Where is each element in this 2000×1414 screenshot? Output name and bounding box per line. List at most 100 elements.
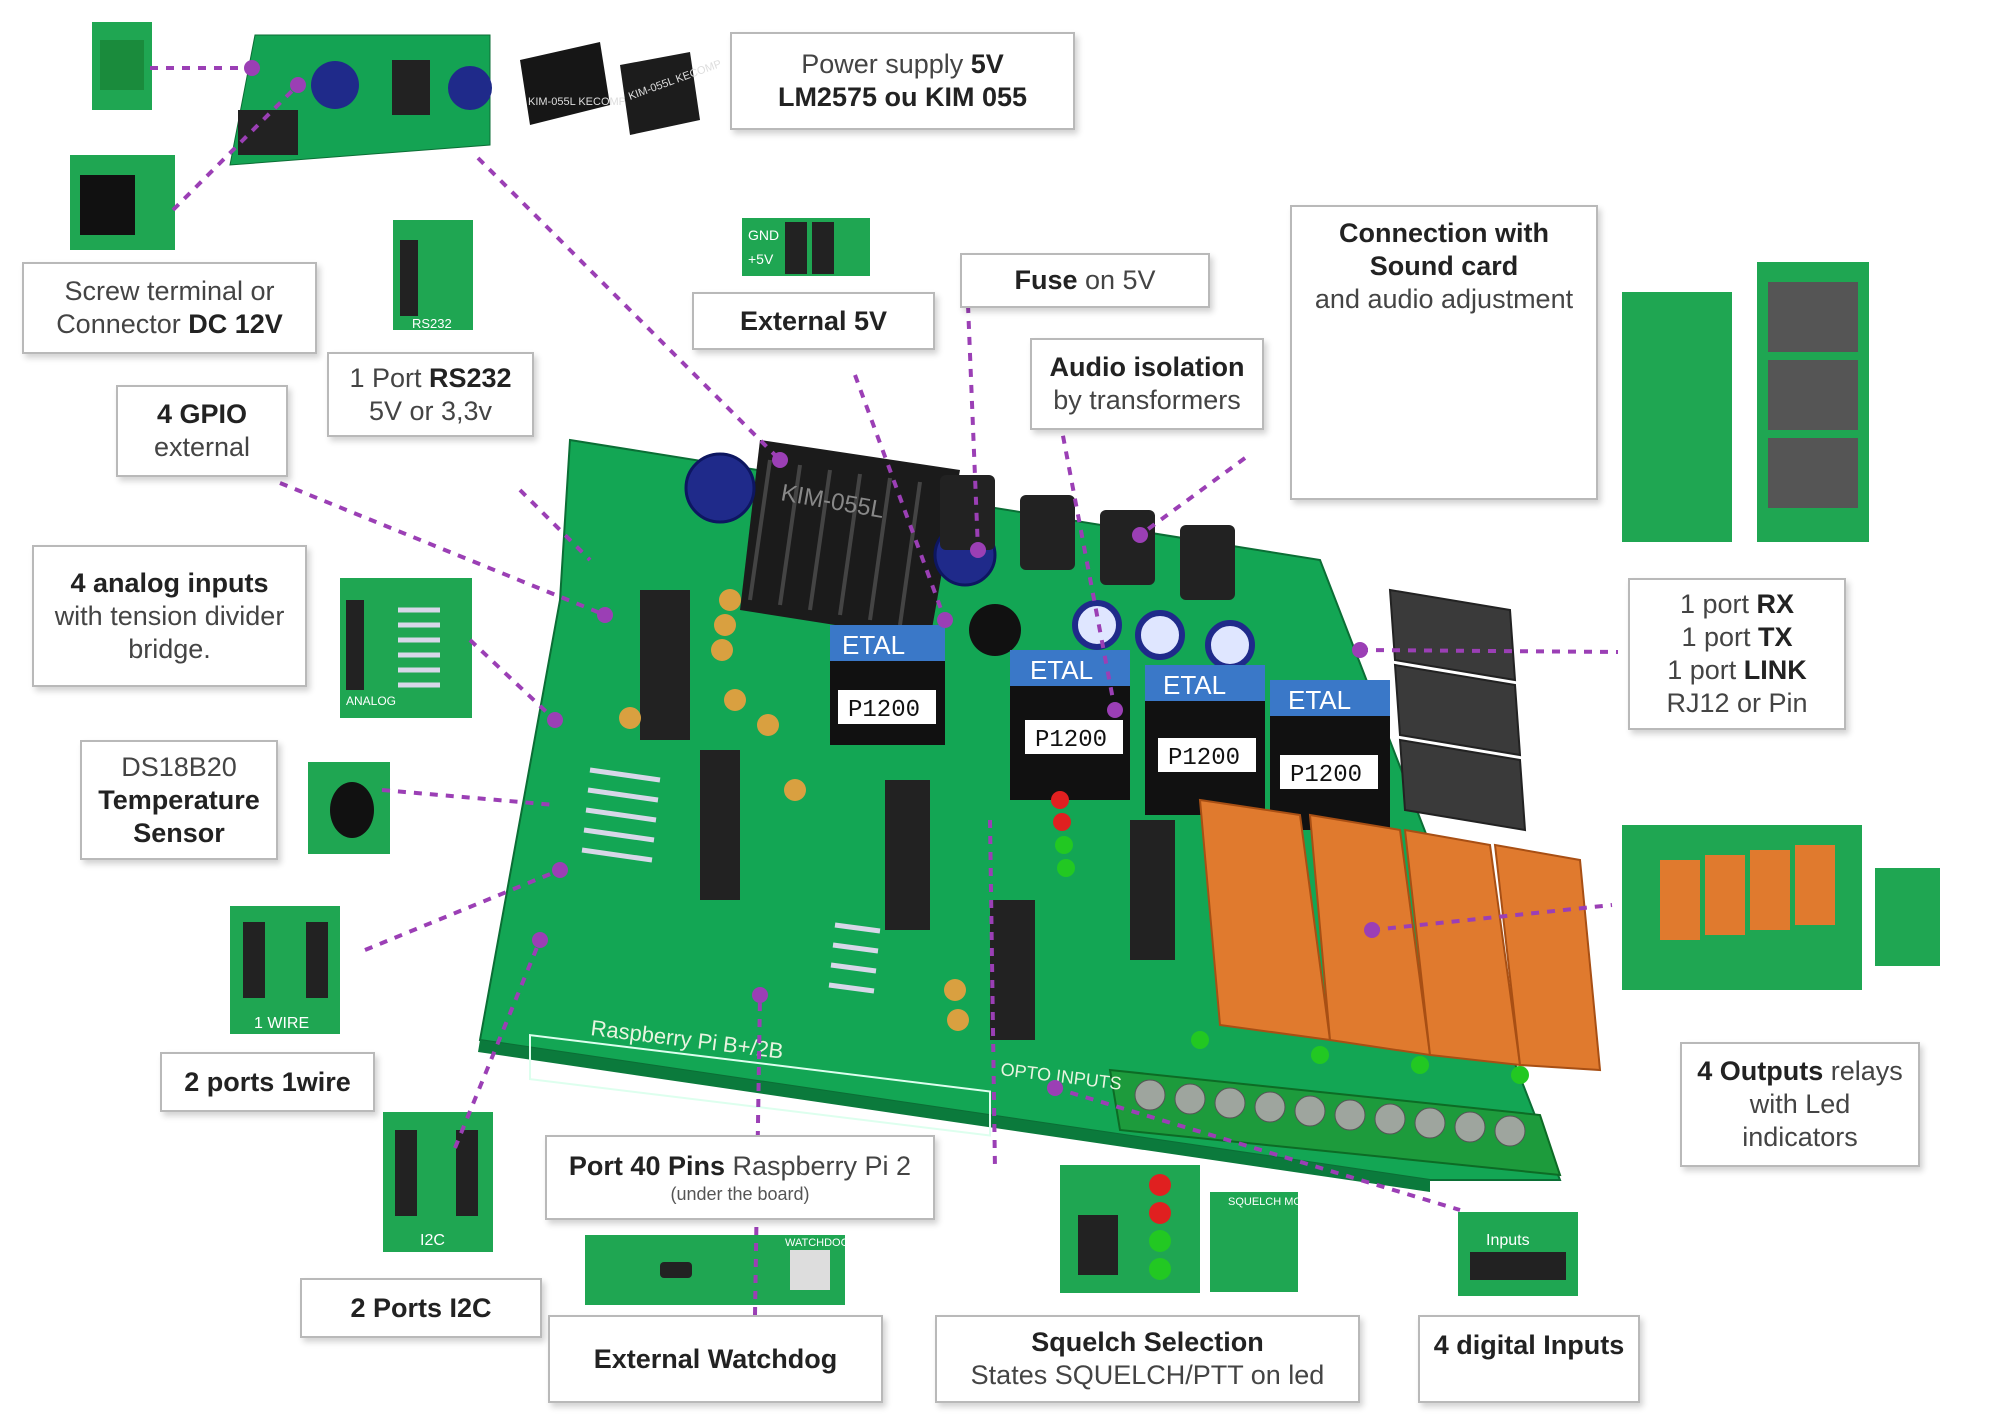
- thumb-squelch: SQUELCH MODE: [1060, 1165, 1317, 1293]
- kim-a-label: KIM-055L KECOMP: [528, 96, 626, 108]
- sound-line2: Sound card: [1369, 251, 1519, 281]
- transformer-4: ETAL P1200: [1270, 680, 1390, 830]
- label-sound-card: Connection with Sound card and audio adj…: [1290, 205, 1598, 500]
- led-green-4: [1311, 1046, 1329, 1064]
- ic-adc: [700, 750, 740, 900]
- rx-l3a: 1 port: [1667, 655, 1744, 685]
- transformer-2: ETAL P1200: [1010, 650, 1130, 800]
- audio-jack-4: [1180, 525, 1235, 600]
- i2c-silkscreen: I2C: [420, 1232, 445, 1249]
- sound-line3: and audio adjustment: [1314, 284, 1574, 314]
- label-1wire: 2 ports 1wire: [160, 1052, 375, 1112]
- watchdog-silkscreen: WATCHDOG: [785, 1237, 849, 1249]
- label-ds18b20: DS18B20 Temperature Sensor: [80, 740, 278, 860]
- label-port40: Port 40 Pins Raspberry Pi 2 (under the b…: [545, 1135, 935, 1220]
- ext5v-gnd: GND: [748, 227, 779, 243]
- audio-jack-2: [1020, 495, 1075, 570]
- screw-terminal-block: [1108, 1068, 1562, 1177]
- led-green-3: [1191, 1031, 1209, 1049]
- led-green-5: [1411, 1056, 1429, 1074]
- thumb-watchdog: WATCHDOG: [585, 1235, 849, 1305]
- label-audio-isolation: Audio isolation by transformers: [1030, 338, 1264, 430]
- thumb-kim-modules: KIM-055L KECOMP KIM-055L KECOMP: [520, 42, 723, 135]
- rj12-block: [1388, 588, 1527, 832]
- ic-opto-2: [990, 900, 1035, 1040]
- label-analog: 4 analog inputs with tension divider bri…: [32, 545, 307, 687]
- transformer-2-brand: ETAL: [1030, 655, 1093, 685]
- fuse-component: [969, 604, 1021, 656]
- dc12-line2b: DC 12V: [188, 309, 283, 339]
- led-green-1: [1055, 836, 1073, 854]
- i2c-text: 2 Ports I2C: [350, 1292, 492, 1323]
- thumb-analog: ANALOG: [340, 578, 472, 718]
- label-squelch: Squelch Selection States SQUELCH/PTT on …: [935, 1315, 1360, 1403]
- port40-sub: (under the board): [670, 1184, 810, 1204]
- label-dc12v: Screw terminal or Connector DC 12V: [22, 262, 317, 354]
- thumb-ds18b20: [308, 762, 390, 854]
- capacitor-4: [1135, 610, 1185, 660]
- audio-iso-line1: Audio isolation: [1049, 352, 1245, 382]
- analog-silkscreen: ANALOG: [346, 694, 396, 708]
- thumb-rs232: RS232: [393, 220, 473, 331]
- rx-l1b: RX: [1756, 589, 1795, 619]
- ic-opto-3: [1130, 820, 1175, 960]
- relays-l3: indicators: [1742, 1122, 1858, 1152]
- digital-text: 4 digital Inputs: [1433, 1330, 1625, 1360]
- transformer-2-model: P1200: [1035, 727, 1107, 754]
- squelch-line2: States SQUELCH/PTT on led: [970, 1360, 1325, 1390]
- led-red-2: [1053, 813, 1071, 831]
- audio-iso-line2: by transformers: [1053, 385, 1241, 415]
- label-digital-inputs: 4 digital Inputs: [1418, 1315, 1640, 1403]
- watchdog-text: External Watchdog: [593, 1343, 838, 1374]
- dc12-line2a: Connector: [56, 309, 189, 339]
- label-gpio: 4 GPIO external: [116, 385, 288, 477]
- rx-l2b: TX: [1758, 622, 1793, 652]
- transformer-1-model: P1200: [848, 697, 920, 724]
- transformer-1: ETAL P1200: [830, 625, 945, 745]
- capacitor-5: [1205, 620, 1255, 670]
- transformer-3: ETAL P1200: [1145, 665, 1265, 815]
- capacitor-1: [684, 452, 756, 524]
- led-red-1: [1051, 791, 1069, 809]
- ic-max232: [640, 590, 690, 740]
- relays-l2: with Led: [1749, 1089, 1851, 1119]
- audio-jack-1: [940, 475, 995, 550]
- relays-l1a: 4 Outputs: [1697, 1056, 1824, 1086]
- power-line2: LM2575 ou KIM 055: [777, 82, 1028, 112]
- rx-l2a: 1 port: [1681, 622, 1759, 652]
- power-line1b: 5V: [970, 49, 1004, 79]
- ext5v-text: External 5V: [739, 305, 888, 336]
- transformer-3-brand: ETAL: [1163, 670, 1226, 700]
- gpio-line1: 4 GPIO: [156, 399, 248, 429]
- led-green-2: [1057, 859, 1075, 877]
- label-rx-tx-link: 1 port RX 1 port TX 1 port LINK RJ12 or …: [1628, 578, 1846, 730]
- squelch-silkscreen: SQUELCH MODE: [1228, 1196, 1317, 1208]
- relay-block: [1198, 798, 1602, 1072]
- thumb-relays: [1622, 825, 1940, 990]
- label-external-5v: External 5V: [692, 292, 935, 350]
- port40-bold: Port 40 Pins: [568, 1151, 725, 1181]
- pcb-edge: [478, 1040, 1430, 1192]
- analog-line2: with tension divider: [54, 600, 285, 631]
- transformer-4-brand: ETAL: [1288, 685, 1351, 715]
- onewire-text: 2 ports 1wire: [184, 1066, 351, 1097]
- gpio-line2: external: [153, 432, 251, 462]
- thumb-power-supply: [70, 22, 492, 250]
- rs232-line1a: 1 Port: [349, 362, 429, 393]
- inputs-silkscreen: Inputs: [1486, 1232, 1530, 1249]
- rx-l4: RJ12 or Pin: [1666, 688, 1808, 718]
- relays-l1b: relays: [1823, 1056, 1903, 1086]
- heatsink: KIM-055L: [740, 440, 960, 640]
- thumb-rj12: [1622, 262, 1869, 542]
- ds-line2: Temperature: [98, 784, 260, 815]
- transformer-1-brand: ETAL: [842, 630, 905, 660]
- squelch-line1: Squelch Selection: [1031, 1327, 1264, 1357]
- rs232-line1b: RS232: [428, 362, 512, 393]
- label-rs232: 1 Port RS232 5V or 3,3v: [327, 352, 534, 437]
- power-line1a: Power supply: [801, 49, 971, 79]
- thumb-digital: Inputs: [1458, 1212, 1578, 1296]
- label-relays: 4 Outputs relays with Led indicators: [1680, 1042, 1920, 1167]
- ds-line3: Sensor: [133, 817, 225, 848]
- label-fuse: Fuse on 5V: [960, 253, 1210, 308]
